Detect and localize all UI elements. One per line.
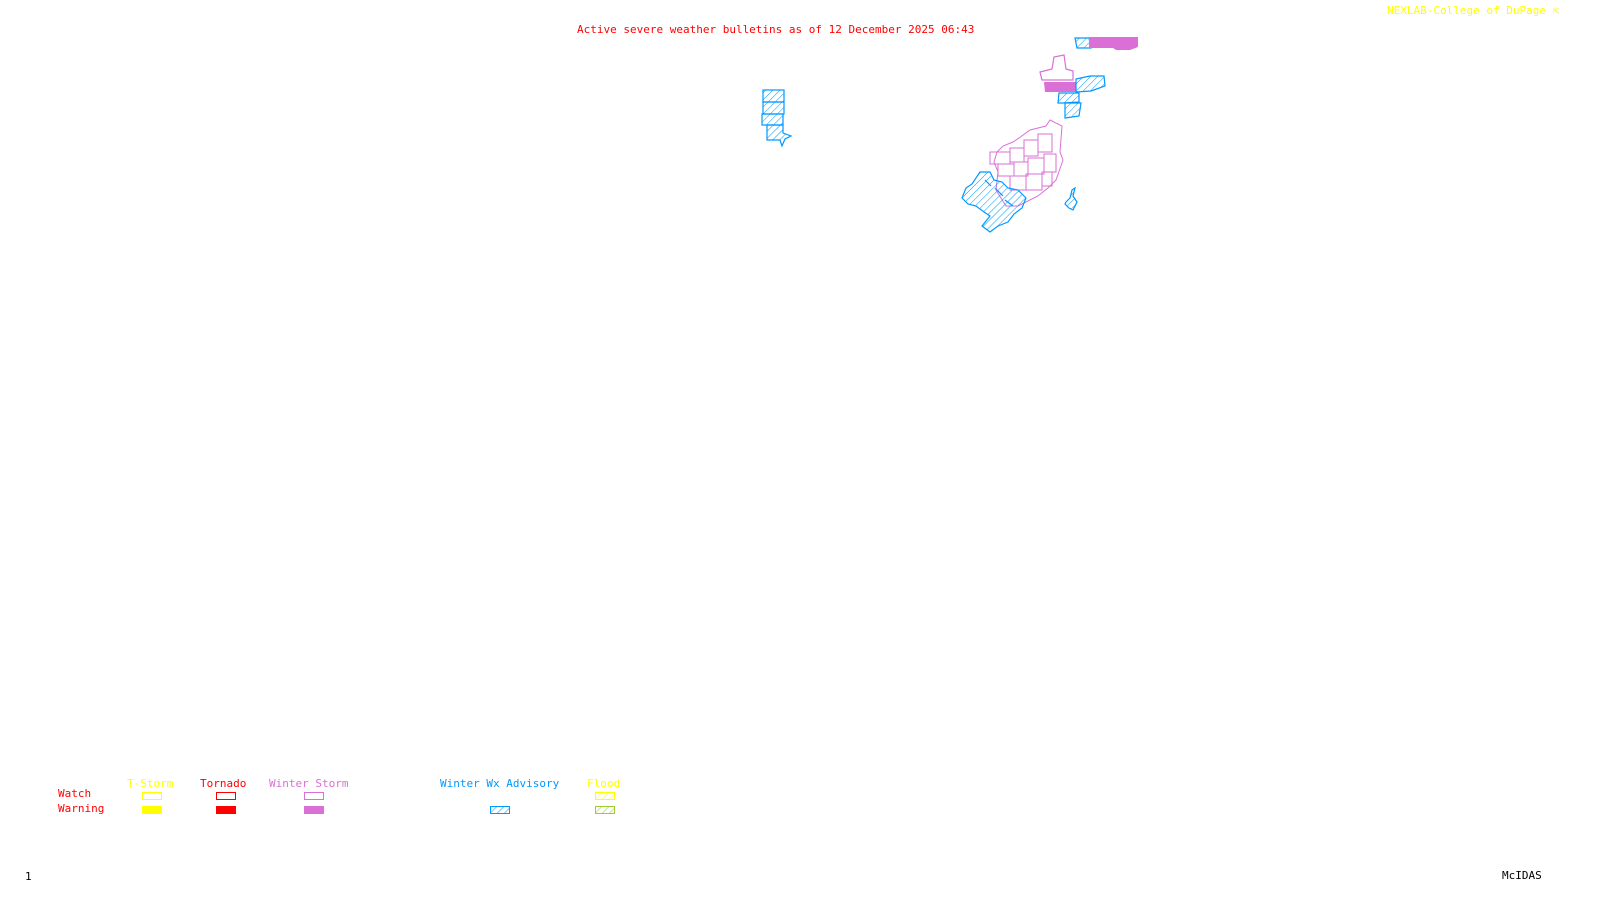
page-title: Active severe weather bulletins as of 12… [577,23,975,36]
legend-winter-storm-label: Winter Storm [269,777,349,790]
legend-tstorm-label: T-Storm [127,777,174,790]
legend-flood-watch [595,792,615,800]
corner-arrow-icon: ⇱ [1552,4,1560,17]
legend-tornado-warning [216,806,236,814]
legend-winter-storm-watch [304,792,324,800]
frame-number: 1 [25,870,32,883]
legend-watch-label: Watch [58,787,92,800]
winter-advisory-region-west [761,89,793,148]
legend-warning-label: Warning [58,802,105,815]
legend-tstorm-watch [142,792,162,800]
legend-winter-storm-warning [304,806,324,814]
legend-tornado-watch [216,792,236,800]
legend-winter-advisory-label: Winter Wx Advisory [440,777,560,790]
legend-flood-warning [595,806,615,814]
legend-tstorm-warning [142,806,162,814]
credit-text: NEXLAB-College of DuPage [1387,4,1546,17]
legend-flood-label: Flood [587,777,621,790]
legend-winter-advisory-swatch [490,806,510,814]
credit-label: NEXLAB-College of DuPage ⇱ [1387,5,1559,17]
legend-tornado-label: Tornado [200,777,247,790]
software-label: McIDAS [1502,869,1542,882]
winter-storm-warning-region-north [1039,37,1138,119]
winter-advisory-region-south [961,171,1078,233]
